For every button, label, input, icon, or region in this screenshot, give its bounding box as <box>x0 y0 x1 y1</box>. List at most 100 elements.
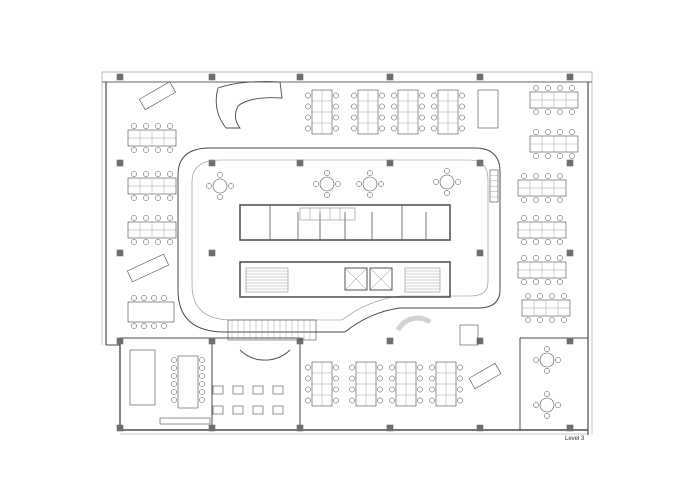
chair <box>141 323 147 329</box>
large-conference-table <box>129 349 156 406</box>
chair <box>377 386 383 393</box>
lounge-sofa <box>126 253 170 283</box>
chair <box>324 192 330 198</box>
column <box>296 159 304 167</box>
chair <box>305 386 311 393</box>
column <box>208 249 216 257</box>
lounge-chair <box>252 405 264 415</box>
desk-cluster <box>127 171 177 201</box>
chair <box>349 397 355 404</box>
desk-cluster <box>517 173 567 203</box>
chair <box>545 255 551 261</box>
chair <box>131 215 137 221</box>
chair <box>206 183 212 189</box>
column <box>386 424 394 432</box>
chair <box>417 386 423 393</box>
chair <box>351 114 357 121</box>
desk-cluster <box>529 129 579 159</box>
desk-cluster <box>429 361 463 407</box>
chair <box>533 215 539 221</box>
desk-cluster <box>127 123 177 153</box>
column <box>566 249 574 257</box>
chair <box>131 323 137 329</box>
chair <box>349 364 355 371</box>
chair <box>557 129 563 135</box>
chair <box>537 317 543 323</box>
chair <box>143 195 149 201</box>
chair <box>429 386 435 393</box>
chair <box>131 195 137 201</box>
desk-cluster <box>391 89 425 135</box>
circulation-loop <box>177 81 501 333</box>
round-table <box>319 176 335 192</box>
chair <box>151 323 157 329</box>
column <box>116 337 124 345</box>
chair <box>367 192 373 198</box>
chair <box>199 373 205 379</box>
chair <box>131 171 137 177</box>
desk-cluster <box>431 89 465 135</box>
chair <box>561 293 567 299</box>
chair <box>171 373 177 379</box>
desk-cluster <box>305 361 339 407</box>
chair <box>143 123 149 129</box>
chair <box>333 375 339 382</box>
column <box>476 337 484 345</box>
long-table <box>177 355 199 409</box>
chair <box>305 397 311 404</box>
meeting-table <box>533 391 561 419</box>
chair <box>545 85 551 91</box>
chair <box>459 125 465 132</box>
chair <box>377 364 383 371</box>
chair <box>171 357 177 363</box>
chair <box>351 103 357 110</box>
column <box>386 159 394 167</box>
column <box>116 73 124 81</box>
chair <box>143 171 149 177</box>
desk-cluster <box>389 361 423 407</box>
lounge-chair <box>232 405 244 415</box>
chair <box>431 103 437 110</box>
meeting-table <box>206 172 234 200</box>
chair <box>533 173 539 179</box>
chair <box>161 295 167 301</box>
chair <box>544 346 550 352</box>
chair <box>545 109 551 115</box>
chair <box>155 215 161 221</box>
chair <box>431 114 437 121</box>
chair <box>335 181 341 187</box>
meeting-table <box>433 168 461 196</box>
feature-stair <box>227 319 317 341</box>
chair <box>557 197 563 203</box>
chair <box>557 109 563 115</box>
chair <box>549 293 555 299</box>
chair <box>356 181 362 187</box>
chair <box>557 153 563 159</box>
chair <box>533 402 539 408</box>
chair <box>569 129 575 135</box>
chair <box>521 255 527 261</box>
desk-cluster <box>529 85 579 115</box>
lounge-chair <box>272 405 284 415</box>
chair <box>305 103 311 110</box>
chair <box>333 397 339 404</box>
lounge-sofa <box>468 362 502 390</box>
chair <box>217 172 223 178</box>
chair <box>199 389 205 395</box>
chair <box>544 368 550 374</box>
chair <box>557 173 563 179</box>
counter <box>159 417 211 425</box>
chair <box>379 103 385 110</box>
chair <box>161 323 167 329</box>
chair <box>313 181 319 187</box>
chair <box>545 279 551 285</box>
column <box>116 249 124 257</box>
lift-cross <box>344 267 368 291</box>
chair <box>555 402 561 408</box>
chair <box>143 239 149 245</box>
chair <box>171 397 177 403</box>
chair <box>155 171 161 177</box>
chair <box>333 103 339 110</box>
chair <box>333 386 339 393</box>
chair <box>155 147 161 153</box>
